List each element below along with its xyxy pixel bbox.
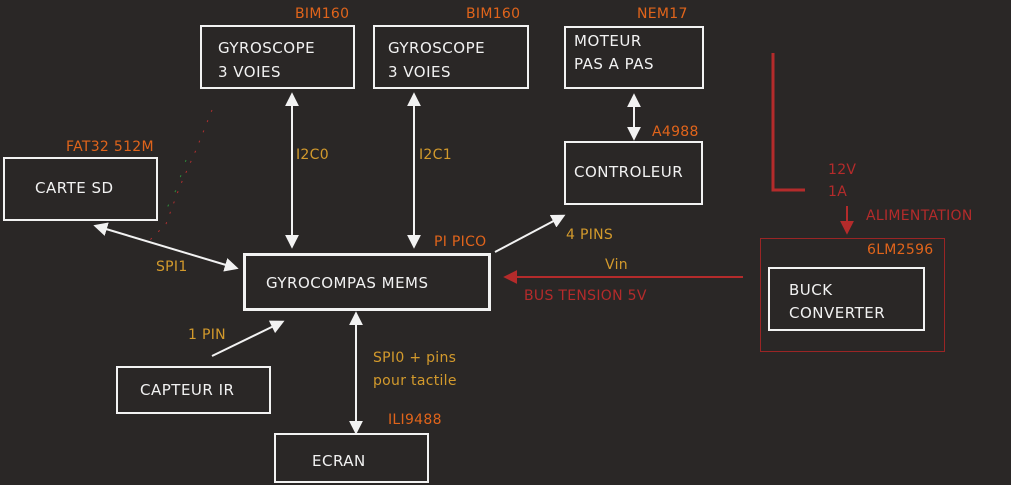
- i2c1-label: I2C1: [419, 147, 452, 163]
- gyrocompas-label: GYROCOMPAS MEMS: [266, 274, 429, 292]
- power-current: 1A: [828, 184, 848, 200]
- buck-line1: BUCK: [789, 281, 833, 299]
- motor-line2: PAS A PAS: [574, 55, 655, 73]
- alimentation-label: ALIMENTATION: [866, 208, 973, 224]
- motor-block[interactable]: MOTEUR PAS A PAS: [564, 26, 704, 89]
- supply-line: [771, 53, 805, 192]
- spi1-arrow: [93, 222, 239, 272]
- gyroscope-1-part: BIM160: [466, 6, 521, 22]
- controller-part: A4988: [652, 124, 699, 140]
- ir-arrow: [211, 320, 285, 357]
- gyroscope-block-1[interactable]: GYROSCOPE 3 VOIES: [373, 25, 529, 89]
- gyroscope-0-part: BIM160: [295, 6, 350, 22]
- buck-line2: CONVERTER: [789, 304, 886, 322]
- ir-sensor-label: CAPTEUR IR: [140, 381, 235, 399]
- power-voltage: 12V: [828, 162, 857, 178]
- sd-card-part: FAT32 512M: [66, 139, 154, 155]
- spi1-label: SPI1: [156, 259, 188, 275]
- vin-label: Vin: [605, 257, 628, 273]
- ir-sensor-block[interactable]: CAPTEUR IR: [116, 366, 271, 414]
- screen-label: ECRAN: [312, 452, 366, 470]
- i2c0-label: I2C0: [296, 147, 329, 163]
- buck-part: 6LM2596: [867, 242, 934, 258]
- screen-part: ILI9488: [388, 412, 442, 428]
- motor-line1: MOTEUR: [574, 32, 642, 50]
- controller-label: CONTROLEUR: [574, 163, 684, 181]
- pico-controller-arrow: [494, 214, 566, 253]
- buck-converter-block[interactable]: BUCK CONVERTER: [768, 267, 925, 331]
- bus-tension-label: BUS TENSION 5V: [524, 288, 647, 304]
- motor-part: NEM17: [637, 6, 688, 22]
- gyroscope-block-0[interactable]: GYROSCOPE 3 VOIES: [200, 25, 355, 89]
- gyroscope-0-line1: GYROSCOPE: [218, 39, 316, 57]
- sd-card-block[interactable]: CARTE SD: [3, 157, 158, 221]
- gyrocompas-block[interactable]: GYROCOMPAS MEMS: [243, 253, 491, 311]
- controller-pins-label: 4 PINS: [566, 227, 614, 243]
- screen-block[interactable]: ECRAN: [274, 433, 429, 483]
- gyrocompas-part: PI PICO: [434, 234, 487, 250]
- screen-link-line2: pour tactile: [373, 373, 457, 389]
- sd-card-label: CARTE SD: [35, 179, 114, 197]
- gyroscope-0-line2: 3 VOIES: [218, 63, 282, 81]
- gyroscope-1-line1: GYROSCOPE: [388, 39, 486, 57]
- screen-link-line1: SPI0 + pins: [373, 350, 457, 366]
- ir-pin-label: 1 PIN: [188, 327, 226, 343]
- controller-block[interactable]: CONTROLEUR: [564, 141, 703, 205]
- power-module-frame: [760, 238, 945, 352]
- decorative-trace: [165, 159, 187, 211]
- decorative-trace: [149, 109, 213, 241]
- gyroscope-1-line2: 3 VOIES: [388, 63, 452, 81]
